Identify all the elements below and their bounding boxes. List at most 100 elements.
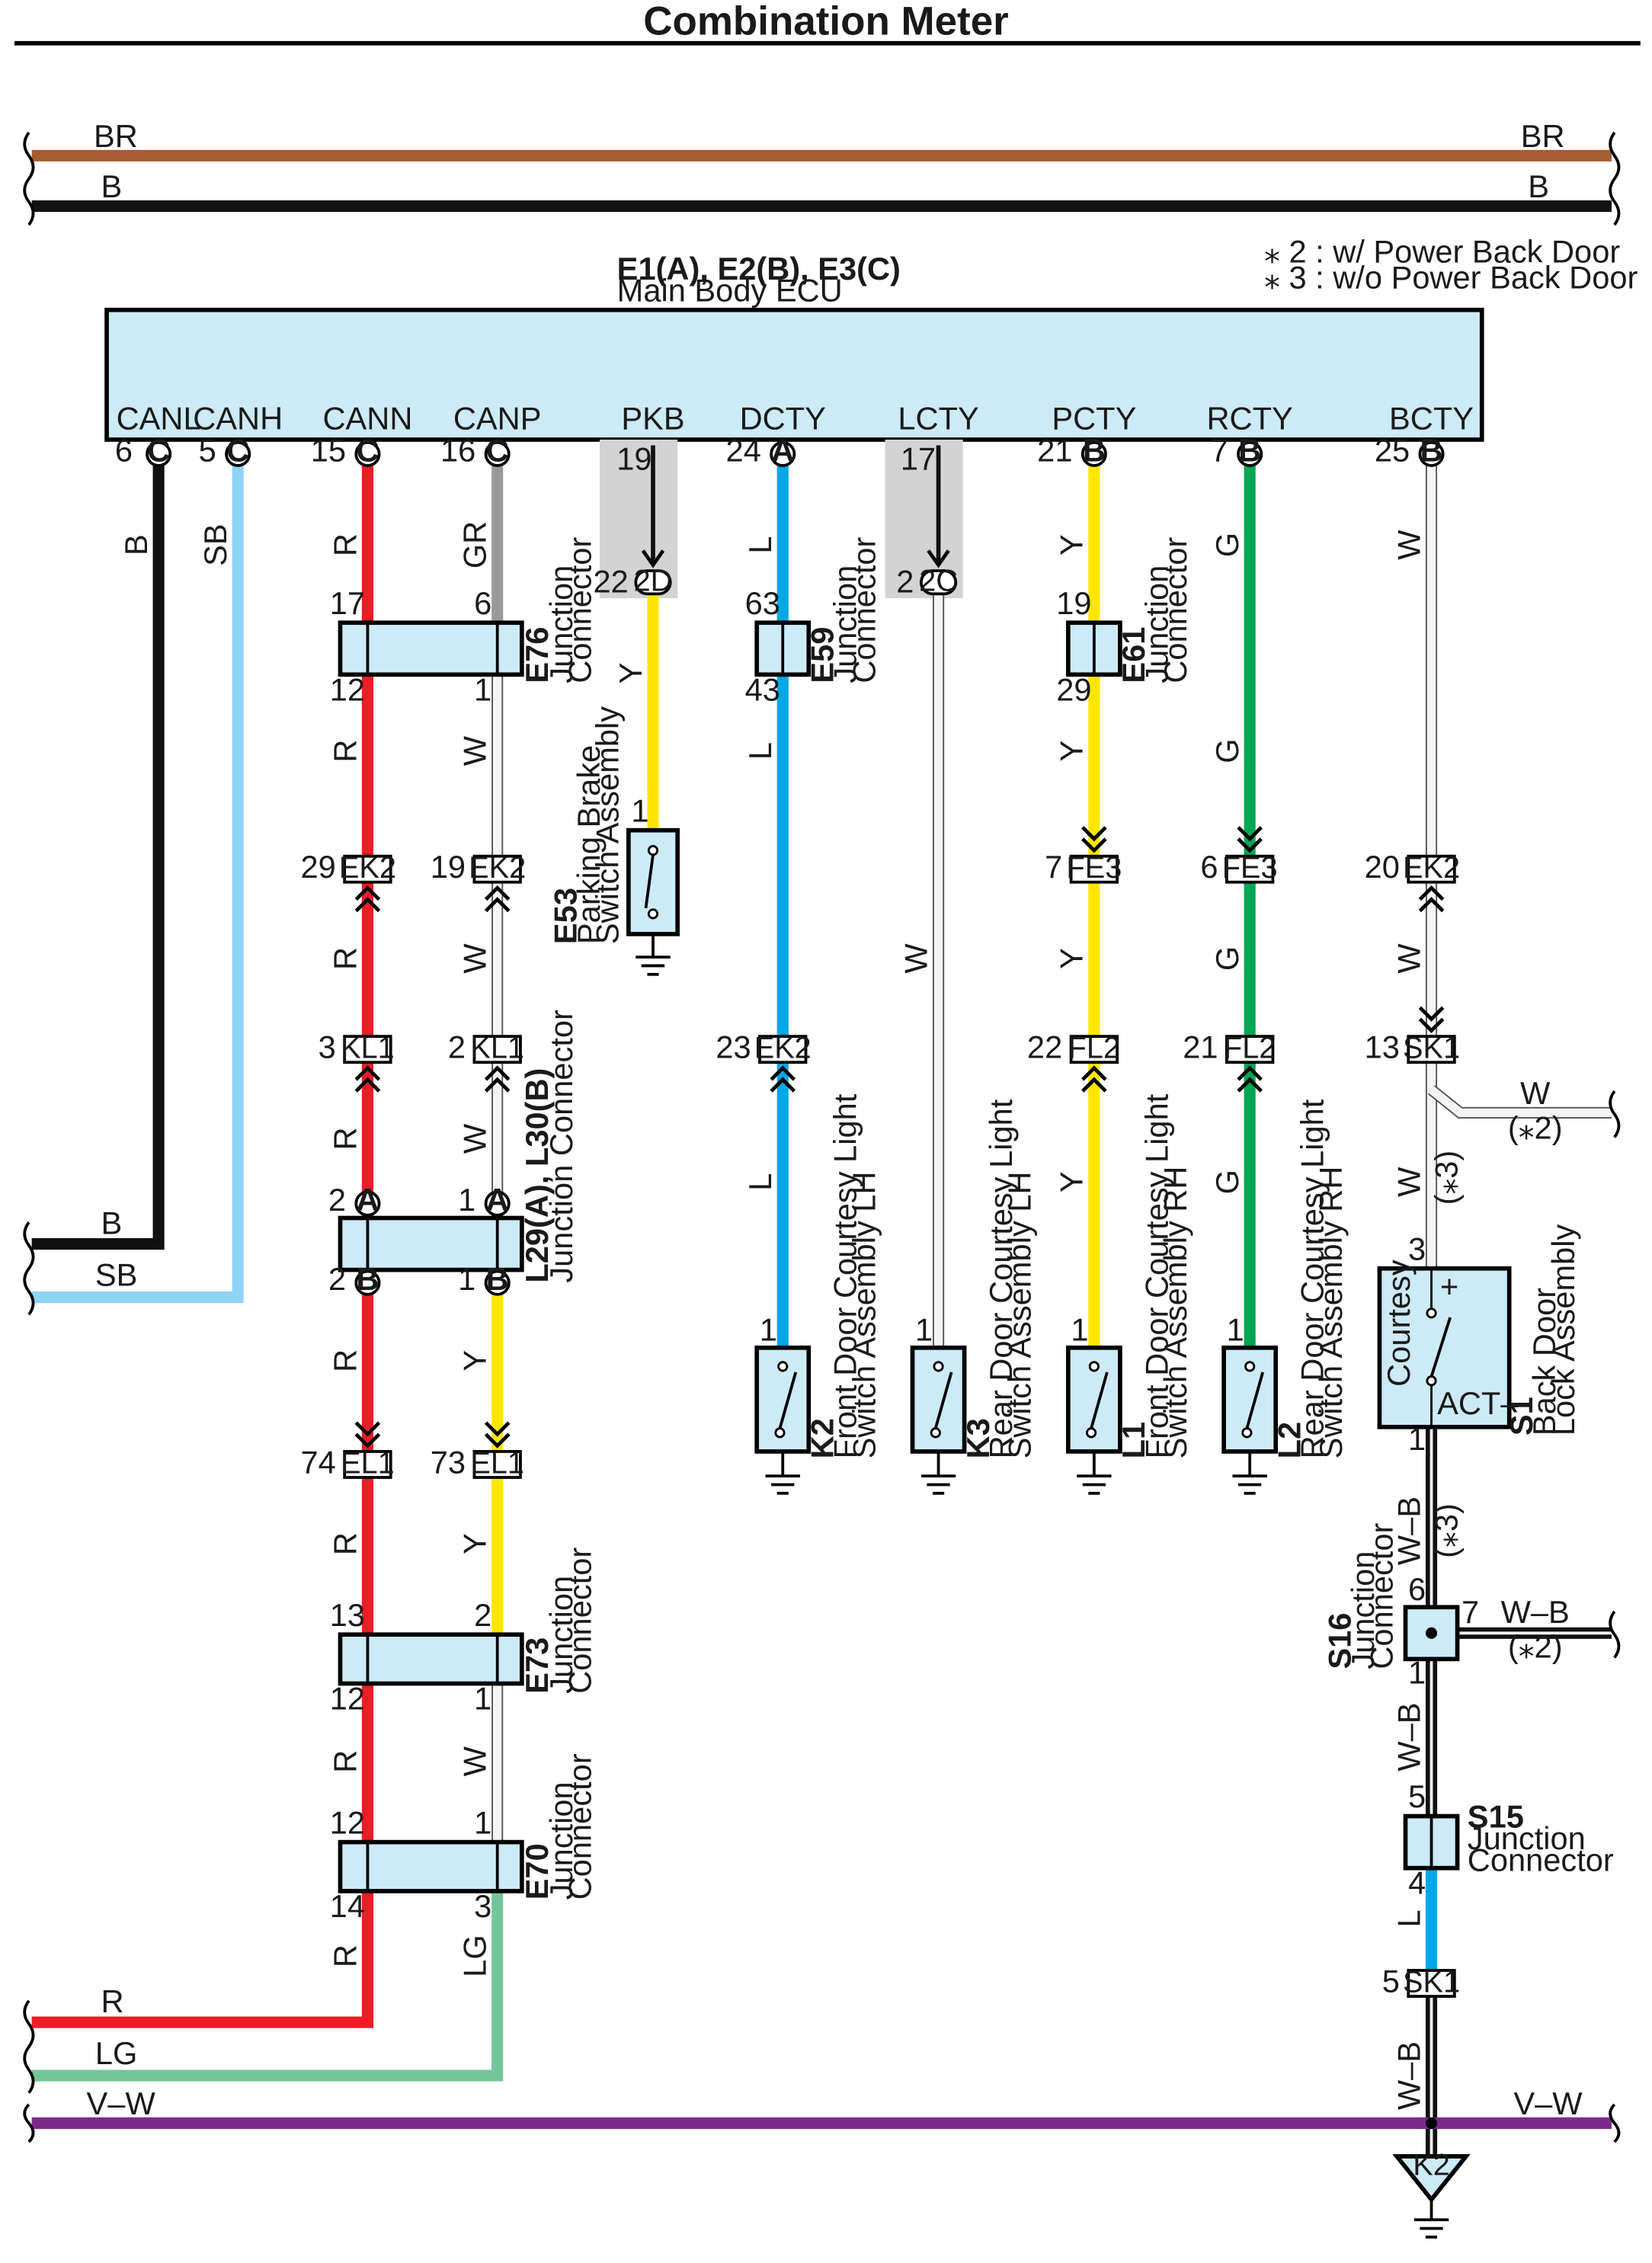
svg-text:L29(A), L30(B): L29(A), L30(B) bbox=[519, 1068, 555, 1283]
svg-text:S16: S16 bbox=[1322, 1613, 1358, 1669]
svg-text:Y: Y bbox=[457, 1350, 493, 1372]
svg-text:73: 73 bbox=[431, 1444, 466, 1480]
svg-text:Front Door Courtesy Light: Front Door Courtesy Light bbox=[1138, 1093, 1174, 1458]
svg-text:W: W bbox=[457, 1123, 493, 1154]
svg-text:R: R bbox=[327, 740, 363, 763]
svg-text:R: R bbox=[327, 1532, 363, 1555]
svg-text:R: R bbox=[327, 1349, 363, 1372]
terminal-cann: CANN bbox=[322, 401, 412, 437]
terminal-canl: CANL bbox=[117, 401, 201, 437]
connector-e73: 13 2 12 1 E73 Junction Connector bbox=[330, 1548, 598, 1717]
svg-text:14: 14 bbox=[330, 1888, 365, 1924]
svg-text:5: 5 bbox=[199, 432, 216, 468]
terminal-canh: CANH bbox=[193, 401, 283, 437]
svg-text:1: 1 bbox=[458, 1261, 475, 1297]
svg-text:1: 1 bbox=[474, 1804, 491, 1840]
svg-text:E59: E59 bbox=[804, 627, 840, 683]
svg-text:13: 13 bbox=[330, 1597, 365, 1633]
svg-text:KL1: KL1 bbox=[470, 1032, 524, 1065]
svg-text:L2: L2 bbox=[1271, 1422, 1307, 1459]
svg-text:K3: K3 bbox=[960, 1418, 996, 1458]
svg-text:G: G bbox=[1209, 533, 1245, 557]
svg-text:W: W bbox=[1391, 1167, 1426, 1197]
back-door-lock-s1: + ACT– Courtesy 3 1 S1 Back Door Lock As… bbox=[1377, 1224, 1581, 1457]
ecu-name: E1(A), E2(B), E3(C) bbox=[617, 251, 901, 286]
svg-text:7: 7 bbox=[1211, 432, 1228, 468]
svg-text:3: 3 bbox=[1408, 1231, 1426, 1266]
svg-text:12: 12 bbox=[330, 1681, 365, 1717]
svg-text:2: 2 bbox=[328, 1182, 346, 1218]
svg-text:A: A bbox=[486, 1182, 509, 1218]
svg-text:1: 1 bbox=[1408, 1655, 1426, 1691]
svg-text:E53: E53 bbox=[548, 888, 584, 944]
svg-text:5: 5 bbox=[1382, 1963, 1400, 1999]
svg-text:G: G bbox=[1209, 946, 1245, 971]
svg-text:4: 4 bbox=[1408, 1865, 1426, 1901]
svg-text:W–B: W–B bbox=[1391, 1702, 1426, 1771]
svg-text:A: A bbox=[771, 432, 794, 468]
connector-e61: 19 29 E61 Junction Connector bbox=[1056, 537, 1193, 708]
svg-text:Junction: Junction bbox=[543, 1576, 579, 1694]
main-body-ecu bbox=[104, 307, 1484, 442]
svg-text:A: A bbox=[356, 1182, 379, 1218]
svg-text:1: 1 bbox=[1227, 1311, 1244, 1347]
svg-text:12: 12 bbox=[330, 671, 365, 707]
terminal-lcty: LCTY bbox=[898, 401, 978, 437]
svg-text:LG: LG bbox=[457, 1935, 493, 1977]
svg-text:W: W bbox=[457, 1746, 493, 1776]
svg-text:R: R bbox=[327, 1127, 363, 1150]
svg-text:E76: E76 bbox=[519, 627, 555, 683]
terminal-pkb: PKB bbox=[621, 401, 684, 437]
ecu-desc: Main Body ECU bbox=[617, 272, 843, 308]
svg-text:K2: K2 bbox=[804, 1418, 840, 1458]
svg-text:W–B: W–B bbox=[1391, 1496, 1426, 1565]
bus-b: B B bbox=[31, 168, 1612, 213]
svg-text:(⁎2): (⁎2) bbox=[1508, 1109, 1563, 1145]
svg-text:Parking Brake: Parking Brake bbox=[571, 745, 607, 944]
svg-text:W: W bbox=[457, 735, 493, 766]
svg-text:29: 29 bbox=[1056, 671, 1091, 707]
ecu-terminals: CANL CANH CANN CANP PKB DCTY LCTY PCTY R… bbox=[117, 401, 1474, 437]
terminal-pcty: PCTY bbox=[1052, 401, 1136, 437]
svg-text:Junction: Junction bbox=[543, 1781, 579, 1900]
svg-text:19: 19 bbox=[431, 849, 466, 885]
svg-text:Junction Connector: Junction Connector bbox=[543, 1010, 579, 1283]
svg-text:Connector: Connector bbox=[562, 1753, 598, 1900]
svg-text:23: 23 bbox=[716, 1029, 751, 1065]
pass-connector-2c: 2C 2 bbox=[896, 549, 958, 599]
svg-text:13: 13 bbox=[1365, 1029, 1400, 1065]
svg-text:SK1: SK1 bbox=[1403, 1032, 1460, 1065]
svg-text:Switch Assembly: Switch Assembly bbox=[590, 706, 626, 944]
svg-text:L1: L1 bbox=[1116, 1422, 1151, 1459]
svg-text:W: W bbox=[1520, 1075, 1551, 1111]
svg-text:B: B bbox=[118, 534, 154, 555]
svg-text:19: 19 bbox=[616, 441, 652, 477]
svg-text:EL1: EL1 bbox=[341, 1446, 395, 1480]
svg-text:20: 20 bbox=[1365, 849, 1400, 885]
svg-text:Connector: Connector bbox=[1157, 537, 1193, 683]
svg-text:7: 7 bbox=[1462, 1594, 1479, 1630]
svg-text:6: 6 bbox=[115, 432, 133, 468]
bus-canl-label: B bbox=[101, 1205, 122, 1240]
svg-text:Y: Y bbox=[613, 663, 648, 684]
pass-connector-2d: 2D 22 bbox=[594, 549, 672, 599]
svg-text:B: B bbox=[486, 1261, 509, 1297]
svg-text:FE3: FE3 bbox=[1222, 851, 1278, 885]
bus-lg-label: LG bbox=[95, 2035, 138, 2071]
svg-text:EK2: EK2 bbox=[339, 851, 396, 885]
svg-text:S1: S1 bbox=[1503, 1397, 1539, 1436]
svg-text:Y: Y bbox=[1054, 1171, 1090, 1192]
svg-text:Front Door Courtesy Light: Front Door Courtesy Light bbox=[828, 1093, 863, 1458]
svg-text:E73: E73 bbox=[519, 1637, 555, 1694]
svg-text:Y: Y bbox=[457, 1533, 493, 1554]
svg-text:L: L bbox=[742, 536, 778, 553]
switch-l1: 1 L1 Front Door Courtesy Light Switch As… bbox=[1065, 1093, 1193, 1495]
switch-e53: 1 E53 Parking Brake Switch Assembly bbox=[548, 706, 680, 976]
wire-labels: B SB R R R R R R R R GR W W W Y Y W LG Y… bbox=[118, 521, 1570, 2110]
svg-text:R: R bbox=[327, 1945, 363, 1967]
svg-text:Junction: Junction bbox=[1468, 1820, 1586, 1856]
svg-text:KL1: KL1 bbox=[341, 1032, 395, 1065]
svg-text:63: 63 bbox=[745, 585, 780, 621]
svg-text:6: 6 bbox=[1200, 849, 1218, 885]
